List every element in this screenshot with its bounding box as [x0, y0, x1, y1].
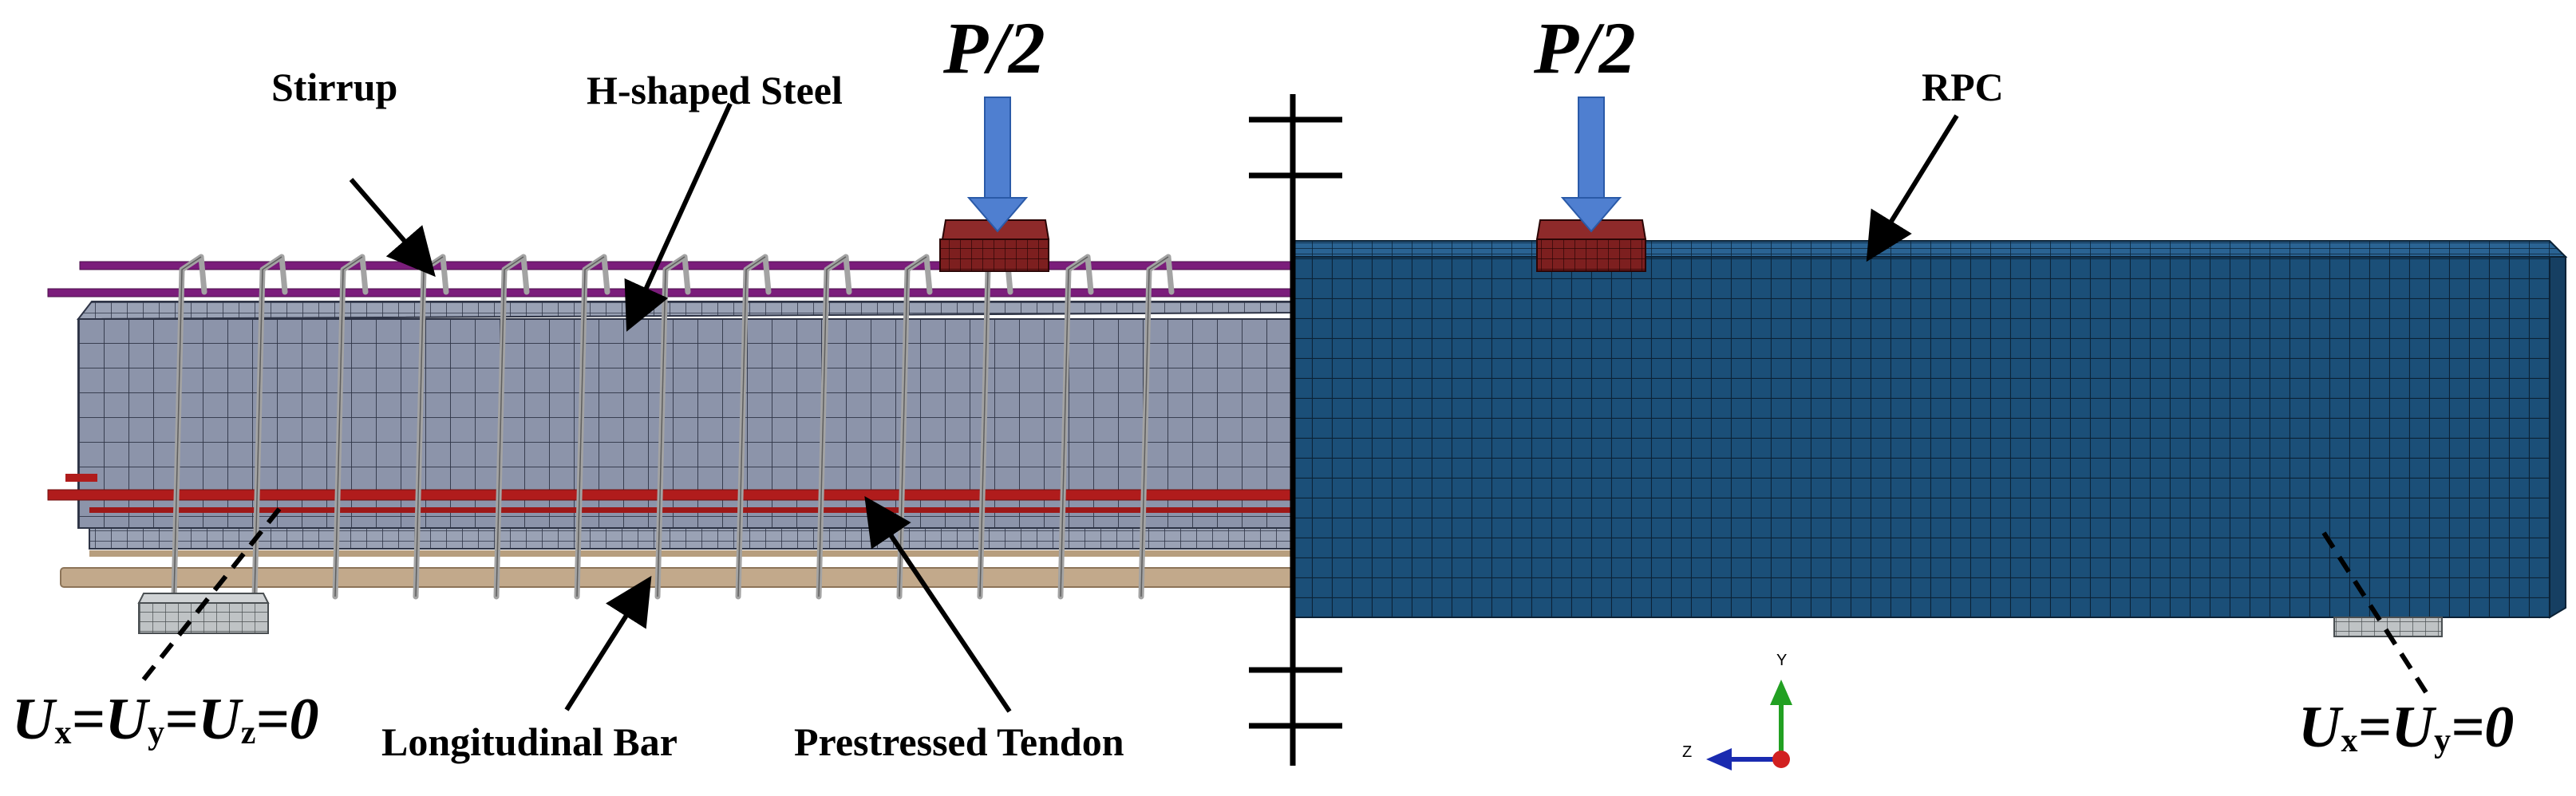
- stirrup-label: Stirrup: [271, 65, 398, 109]
- stirrup-1: [171, 254, 207, 600]
- symmetry-line: [1249, 94, 1342, 766]
- longitudinal-bars: [60, 550, 1294, 588]
- right-bc-leader: [2321, 531, 2428, 694]
- stirrup-10: [896, 254, 933, 600]
- rpc-front-face: [1292, 256, 2550, 618]
- stirrup-5: [493, 254, 530, 600]
- rpc-end-face: [2549, 256, 2566, 619]
- boundary-leaders: [141, 507, 2428, 694]
- rpc-leader: [1866, 114, 1959, 262]
- longitudinal-bar-label: Longitudinal Bar: [381, 719, 678, 764]
- left-load-label: P/2: [943, 7, 1045, 89]
- h-steel-leader: [624, 102, 733, 332]
- prestressed-tendon-label: Prestressed Tendon: [794, 719, 1124, 764]
- stirrup-13: [1138, 254, 1175, 600]
- stirrup-8: [735, 254, 772, 600]
- left-bc-leader: [141, 507, 282, 681]
- left-load-arrow: [966, 97, 1029, 233]
- rpc-top-face: [1292, 240, 2568, 258]
- stirrup-9: [816, 254, 852, 600]
- long-bar-leader: [564, 575, 652, 711]
- left-boundary-condition: Ux=Uy=Uz=0: [12, 687, 319, 752]
- leader-arrows: [349, 102, 1959, 713]
- triad-y-label: Y: [1776, 652, 1788, 669]
- right-load-arrow: [1560, 97, 1622, 233]
- tendon-leader: [864, 496, 1012, 713]
- bottom-flange: [89, 527, 1294, 550]
- triad-z-label: Z: [1682, 743, 1693, 761]
- stirrup-12: [1057, 254, 1094, 600]
- rpc-beam: [1292, 240, 2568, 619]
- rpc-label: RPC: [1922, 65, 2004, 109]
- left-support-plate: [137, 593, 270, 634]
- right-load-label: P/2: [1534, 7, 1636, 89]
- stirrup-7: [654, 254, 691, 600]
- x-axis-origin: [1772, 751, 1790, 768]
- stirrup-3: [332, 254, 369, 600]
- stirrup-2: [251, 254, 288, 600]
- stirrup-6: [574, 254, 610, 600]
- right-boundary-condition: Ux=Uy=0: [2298, 695, 2515, 760]
- stirrup-leader: [349, 178, 436, 278]
- coordinate-triad: [1706, 680, 1792, 770]
- h-shaped-steel-label: H-shaped Steel: [587, 68, 843, 112]
- left-load-block: [939, 219, 1050, 272]
